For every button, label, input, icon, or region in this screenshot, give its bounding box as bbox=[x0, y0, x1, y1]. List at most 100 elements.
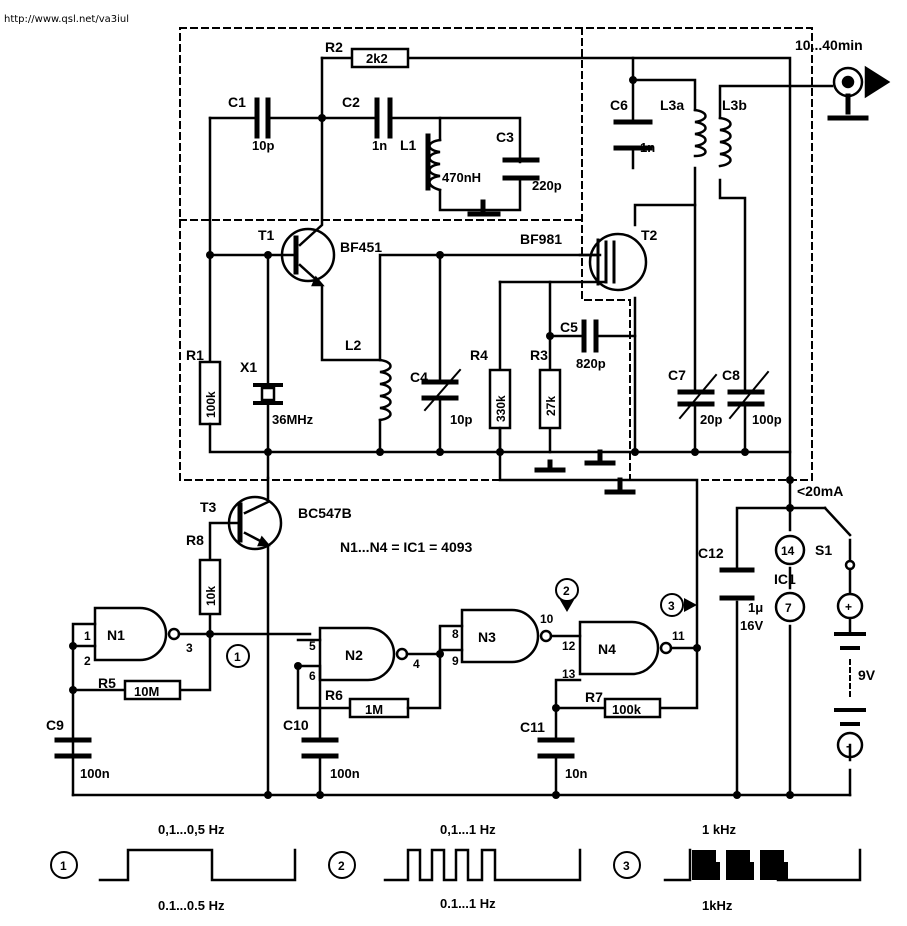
n2-pin-4: 4 bbox=[413, 657, 420, 671]
waveform-marker-1 bbox=[50, 851, 78, 879]
c2-name: C2 bbox=[342, 94, 360, 110]
r7-name: R7 bbox=[585, 689, 603, 705]
capacitor-c12 bbox=[719, 567, 755, 601]
transistor-t2 bbox=[588, 232, 648, 292]
c6-value: 1n bbox=[640, 140, 655, 155]
t1-name: T1 bbox=[258, 227, 275, 243]
waveform-3-bottom-label: 1kHz bbox=[702, 898, 733, 913]
marker-2-label: 2 bbox=[563, 584, 570, 598]
gate-n4-name: N4 bbox=[598, 641, 616, 657]
inductor-l1 bbox=[428, 138, 442, 192]
ground-t2 bbox=[534, 459, 566, 473]
n4-pin-12: 12 bbox=[562, 639, 576, 653]
resistor-r7 bbox=[603, 697, 662, 719]
n2-pin-6: 6 bbox=[309, 669, 316, 683]
resistor-r3 bbox=[538, 368, 562, 430]
test-point-3-marker bbox=[684, 598, 697, 612]
gate-n3-name: N3 bbox=[478, 629, 496, 645]
battery-plus: + bbox=[845, 600, 852, 614]
l2-name: L2 bbox=[345, 337, 362, 353]
waveform-3-bursts bbox=[692, 850, 788, 880]
source-url: http://www.qsl.net/va3iul bbox=[4, 14, 130, 25]
c1-name: C1 bbox=[228, 94, 246, 110]
capacitor-c10 bbox=[301, 737, 339, 759]
ic1-name: IC1 bbox=[774, 571, 796, 587]
r8-name: R8 bbox=[186, 532, 204, 548]
c7-value: 20p bbox=[700, 412, 722, 427]
capacitor-c2 bbox=[374, 97, 393, 139]
c6-name: C6 bbox=[610, 97, 628, 113]
r5-name: R5 bbox=[98, 675, 116, 691]
marker-1-label: 1 bbox=[234, 650, 241, 664]
r6-value: 1M bbox=[365, 702, 383, 717]
c12-value-1: 1μ bbox=[748, 600, 763, 615]
n3-pin-10: 10 bbox=[540, 612, 554, 626]
r2-wire bbox=[320, 56, 792, 482]
rf-enclosure-outline bbox=[179, 27, 813, 481]
battery-minus-terminal bbox=[836, 731, 864, 759]
ground-l1 bbox=[467, 199, 501, 217]
waveform-3-marker-label: 3 bbox=[623, 859, 630, 873]
supply-wire bbox=[735, 478, 827, 797]
current-label: <20mA bbox=[797, 483, 843, 499]
waveform-1-marker-label: 1 bbox=[60, 859, 67, 873]
waveform-2-marker-label: 2 bbox=[338, 859, 345, 873]
waveform-1-bottom-label: 0.1...0.5 Hz bbox=[158, 898, 225, 913]
capacitor-c6 bbox=[613, 119, 653, 151]
r4-value: 330k bbox=[494, 395, 508, 422]
r2-value: 2k2 bbox=[366, 51, 388, 66]
ground-osc bbox=[584, 449, 616, 466]
r6-name: R6 bbox=[325, 687, 343, 703]
c4-value: 10p bbox=[450, 412, 472, 427]
gate-n1-name: N1 bbox=[107, 627, 125, 643]
capacitor-c4 bbox=[421, 379, 459, 401]
r4-name: R4 bbox=[470, 347, 488, 363]
crystal-x1 bbox=[253, 383, 283, 405]
range-label: 10...40min bbox=[795, 37, 863, 53]
n1-pin-1: 1 bbox=[84, 629, 91, 643]
waveform-1 bbox=[98, 848, 297, 882]
c9-name: C9 bbox=[46, 717, 64, 733]
c5-name: C5 bbox=[560, 319, 578, 335]
s1-name: S1 bbox=[815, 542, 832, 558]
c11-value: 10n bbox=[565, 766, 587, 781]
ic1-vcc-pin bbox=[774, 534, 806, 566]
battery-minus: - bbox=[846, 739, 850, 753]
n4-pin-13: 13 bbox=[562, 667, 576, 681]
waveform-3 bbox=[663, 848, 862, 882]
l2-wire bbox=[378, 253, 602, 454]
c11-name: C11 bbox=[520, 719, 545, 735]
gate-n4 bbox=[578, 620, 660, 676]
l3a-name: L3a bbox=[660, 97, 684, 113]
capacitor-c7 bbox=[677, 389, 715, 407]
c3-value: 220p bbox=[532, 178, 562, 193]
c4-name: C4 bbox=[410, 369, 428, 385]
c5-value: 820p bbox=[576, 356, 606, 371]
t2-type: BF981 bbox=[520, 231, 562, 247]
r2-name: R2 bbox=[325, 39, 343, 55]
n3-pin-8: 8 bbox=[452, 627, 459, 641]
c10-name: C10 bbox=[283, 717, 309, 733]
ic1-gnd-pin bbox=[774, 591, 806, 623]
r1-name: R1 bbox=[186, 347, 204, 363]
waveform-marker-2 bbox=[328, 851, 356, 879]
t1-type: BF451 bbox=[340, 239, 382, 255]
r3-name: R3 bbox=[530, 347, 548, 363]
r8-value: 10k bbox=[204, 586, 218, 606]
n3-pin-9: 9 bbox=[452, 654, 459, 668]
waveform-2-top-label: 0,1...1 Hz bbox=[440, 822, 496, 837]
c12-name: C12 bbox=[698, 545, 724, 561]
inductor-l3b bbox=[718, 116, 732, 168]
c7-name: C7 bbox=[668, 367, 686, 383]
c3-name: C3 bbox=[496, 129, 514, 145]
capacitor-c3 bbox=[502, 157, 540, 181]
capacitor-c5 bbox=[581, 319, 599, 353]
gate-n3 bbox=[460, 608, 540, 664]
n4-pin-11: 11 bbox=[672, 629, 685, 643]
c9-value: 100n bbox=[80, 766, 110, 781]
gate-formula: N1...N4 = IC1 = 4093 bbox=[340, 539, 473, 555]
inductor-l2 bbox=[378, 358, 392, 422]
n2-pin-5: 5 bbox=[309, 639, 316, 653]
t3-name: T3 bbox=[200, 499, 217, 515]
l3a-wire bbox=[631, 78, 697, 454]
